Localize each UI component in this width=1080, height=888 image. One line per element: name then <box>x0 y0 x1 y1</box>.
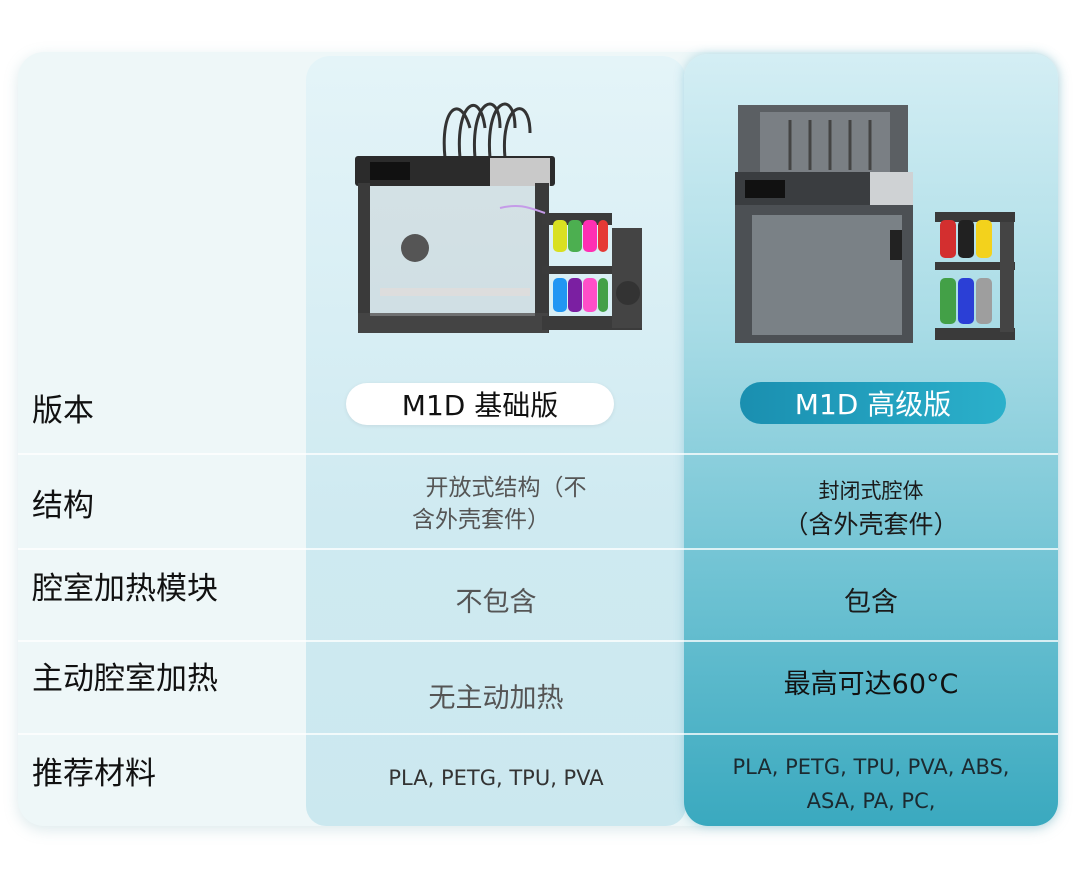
advanced-active-heating: 最高可达60°C <box>783 669 959 700</box>
row-label-chamber-module: 腔室加热模块 <box>32 571 218 607</box>
row-label-materials: 推荐材料 <box>32 756 156 792</box>
basic-active-heating: 无主动加热 <box>428 683 564 714</box>
basic-chamber-module: 不包含 <box>455 587 537 618</box>
advanced-materials-line2: ASA, PA, PC, <box>806 789 936 813</box>
advanced-materials: PLA, PETG, TPU, PVA, ABS, ASA, PA, PC, <box>684 750 1058 818</box>
basic-structure-line1: 开放式结构（不 <box>425 475 587 501</box>
basic-structure-line2: 含外壳套件） <box>412 507 550 533</box>
basic-structure: 开放式结构（不 含外壳套件） <box>306 472 686 536</box>
advanced-chamber-module: 包含 <box>844 587 898 618</box>
advanced-materials-line1: PLA, PETG, TPU, PVA, ABS, <box>732 755 1010 779</box>
basic-printer-image <box>355 102 642 333</box>
basic-materials: PLA, PETG, TPU, PVA <box>388 766 604 790</box>
row-divider <box>18 733 1058 735</box>
row-divider <box>18 640 1058 642</box>
row-label-active-heating: 主动腔室加热 <box>32 661 218 697</box>
basic-version-pill: M1D 基础版 <box>346 383 614 425</box>
advanced-printer-image <box>735 105 1015 343</box>
advanced-version-pill: M1D 高级版 <box>740 382 1006 424</box>
advanced-structure: 封闭式腔体 （含外壳套件） <box>684 474 1058 542</box>
advanced-structure-line2: （含外壳套件） <box>783 510 959 539</box>
row-label-version: 版本 <box>32 393 94 429</box>
advanced-structure-line1: 封闭式腔体 <box>818 479 924 503</box>
row-divider <box>18 453 1058 455</box>
row-divider <box>18 548 1058 550</box>
row-label-structure: 结构 <box>32 488 94 524</box>
